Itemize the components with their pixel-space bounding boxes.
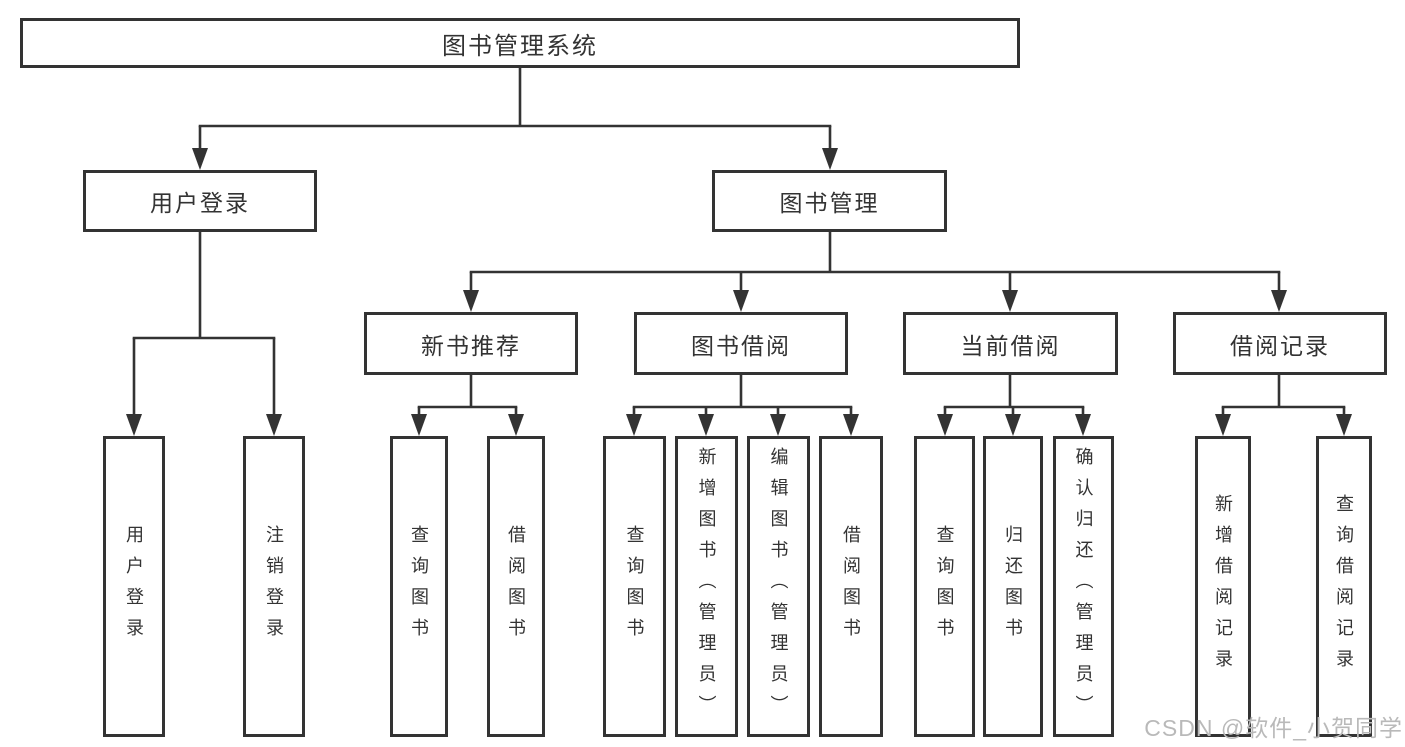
leaf-query-books-borrow: 查询图书 xyxy=(603,436,666,737)
leaf-query-books-recommend: 查询图书 xyxy=(390,436,448,737)
leaf-return-book: 归还图书 xyxy=(983,436,1043,737)
leaf-return-book-label: 归还图书 xyxy=(1003,524,1023,649)
leaf-confirm-return-admin: 确认归还（管理员） xyxy=(1053,436,1114,737)
leaf-logout: 注销登录 xyxy=(243,436,305,737)
leaf-logout-label: 注销登录 xyxy=(264,524,284,649)
leaf-borrow-books-recommend: 借阅图书 xyxy=(487,436,545,737)
leaf-user-login-label: 用户登录 xyxy=(124,524,144,649)
leaf-query-borrow-record-label: 查询借阅记录 xyxy=(1334,493,1354,680)
leaf-user-login: 用户登录 xyxy=(103,436,165,737)
leaf-borrow-books-recommend-label: 借阅图书 xyxy=(506,524,526,649)
node-root: 图书管理系统 xyxy=(20,18,1020,68)
node-new-book-recommend: 新书推荐 xyxy=(364,312,578,375)
leaf-query-books-current-label: 查询图书 xyxy=(934,524,955,649)
node-book-borrow-label: 图书借阅 xyxy=(691,332,791,359)
leaf-edit-book-admin: 编辑图书（管理员） xyxy=(747,436,810,737)
node-new-book-recommend-label: 新书推荐 xyxy=(421,332,521,359)
leaf-borrow-books: 借阅图书 xyxy=(819,436,883,737)
leaf-query-borrow-record: 查询借阅记录 xyxy=(1316,436,1372,737)
node-borrow-records: 借阅记录 xyxy=(1173,312,1387,375)
node-root-label: 图书管理系统 xyxy=(442,32,598,60)
node-user-login-label: 用户登录 xyxy=(150,190,250,216)
leaf-borrow-books-label: 借阅图书 xyxy=(841,524,861,649)
leaf-add-borrow-record: 新增借阅记录 xyxy=(1195,436,1251,737)
leaf-edit-book-admin-label: 编辑图书（管理员） xyxy=(768,447,789,726)
leaf-add-borrow-record-label: 新增借阅记录 xyxy=(1213,493,1233,680)
node-borrow-records-label: 借阅记录 xyxy=(1230,332,1330,359)
leaf-query-books-current: 查询图书 xyxy=(914,436,975,737)
leaf-add-book-admin: 新增图书（管理员） xyxy=(675,436,738,737)
node-current-borrow: 当前借阅 xyxy=(903,312,1118,375)
node-current-borrow-label: 当前借阅 xyxy=(960,332,1061,359)
node-book-borrow: 图书借阅 xyxy=(634,312,848,375)
node-user-login: 用户登录 xyxy=(83,170,317,232)
leaf-confirm-return-admin-label: 确认归还（管理员） xyxy=(1073,447,1094,726)
leaf-add-book-admin-label: 新增图书（管理员） xyxy=(696,447,717,726)
node-book-management: 图书管理 xyxy=(712,170,947,232)
leaf-query-books-borrow-label: 查询图书 xyxy=(624,524,645,649)
watermark: CSDN @软件_小贺同学 xyxy=(1144,715,1403,741)
leaf-query-books-recommend-label: 查询图书 xyxy=(409,524,429,649)
node-book-management-label: 图书管理 xyxy=(779,190,880,216)
